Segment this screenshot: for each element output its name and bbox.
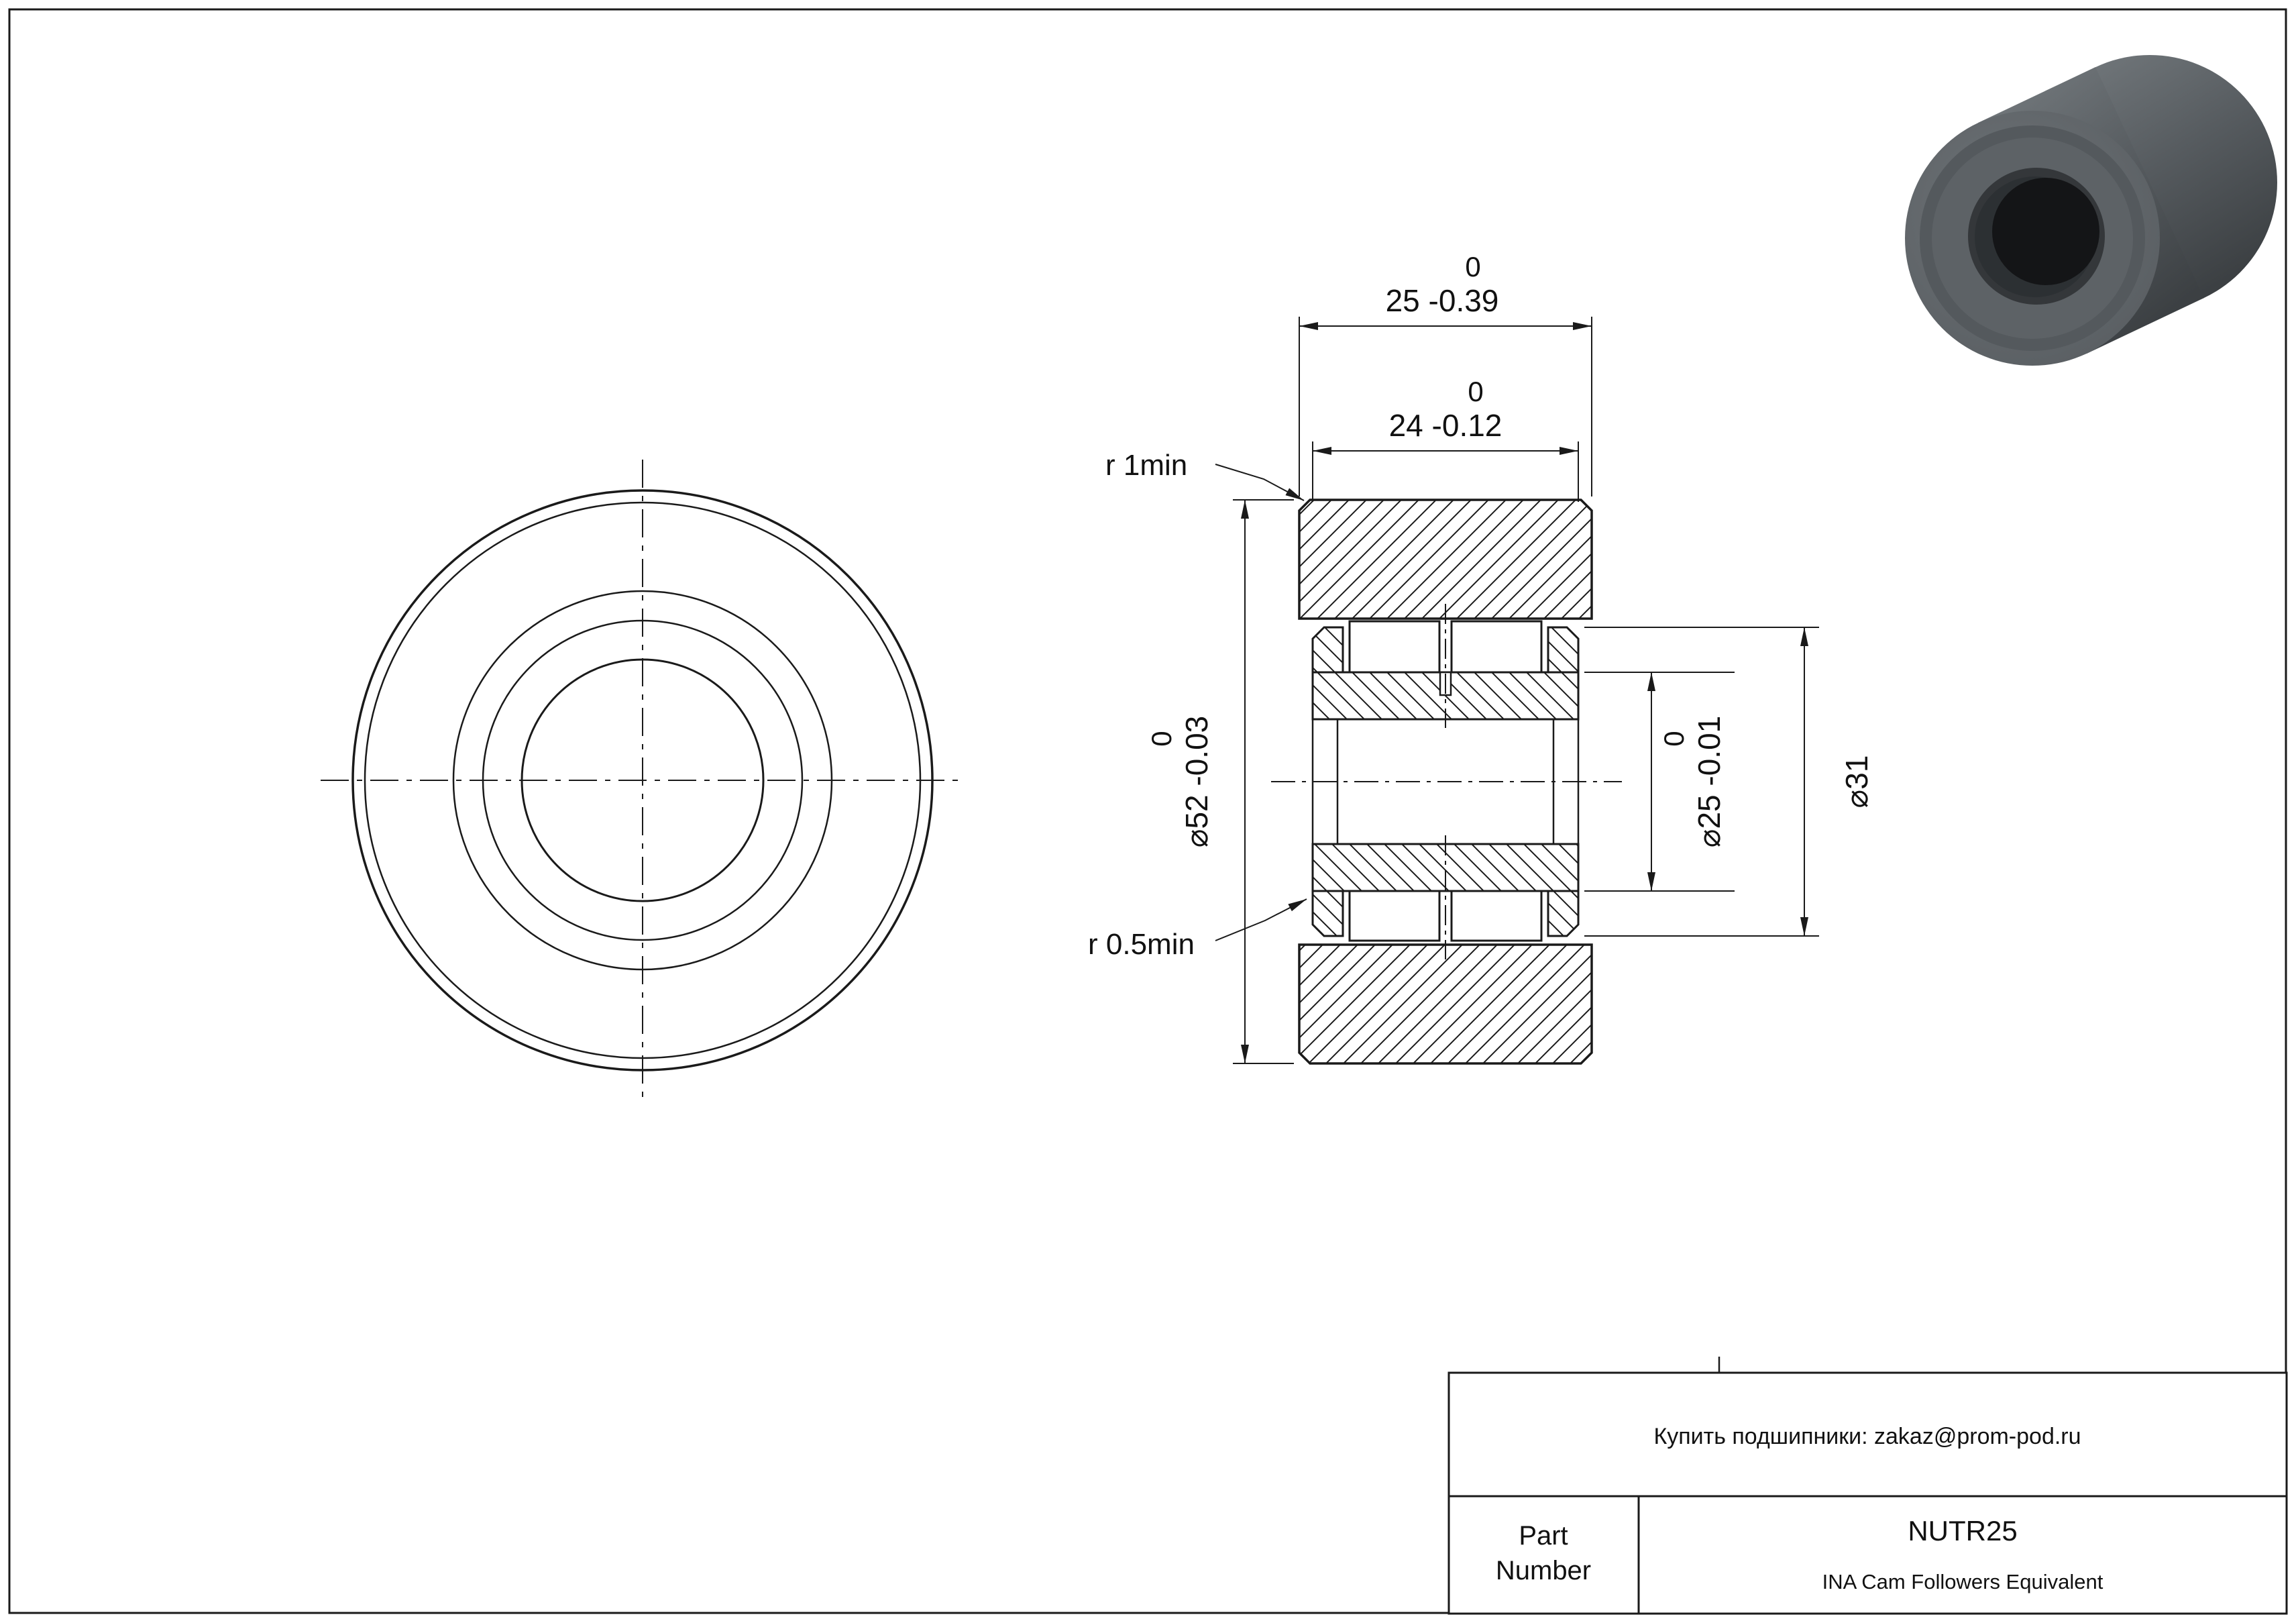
leader-fillet-outer: r 1min <box>1105 449 1305 501</box>
roller-top-right <box>1450 620 1543 674</box>
roller-bottom-left <box>1348 890 1441 942</box>
title-block: Купить подшипники: zakaz@prom-pod.ru Par… <box>1447 1357 2288 1615</box>
outer-ring-bottom-section <box>1298 943 1593 1065</box>
dimension-outer-diameter: ⌀52 -0.03 0 <box>1146 499 1294 1064</box>
front-view <box>321 460 965 1101</box>
dimension-flange-diameter: ⌀31 <box>1584 627 1874 937</box>
flange-bottom-right <box>1547 890 1580 937</box>
outer-ring-top-section <box>1298 499 1593 620</box>
flange-top-left <box>1311 626 1344 674</box>
part-label-line2: Number <box>1496 1556 1591 1585</box>
front-outer-circle <box>351 489 934 1071</box>
outer-width-value: 25 -0.39 <box>1386 283 1499 318</box>
flange-top-right <box>1547 626 1580 674</box>
front-raceway-circle <box>482 619 804 941</box>
contact-text: Купить подшипники: zakaz@prom-pod.ru <box>1653 1424 2081 1449</box>
fillet-outer-label: r 1min <box>1105 449 1187 482</box>
dimension-outer-width: 0 25 -0.39 <box>1299 251 1592 496</box>
drawing-frame <box>8 8 2287 1614</box>
equivalent-text: INA Cam Followers Equivalent <box>1822 1570 2103 1593</box>
dimension-bore-diameter: ⌀25 -0.01 0 <box>1584 672 1735 892</box>
dimension-inner-width: 0 24 -0.12 <box>1312 376 1579 502</box>
fillet-outer-leader <box>1215 464 1305 501</box>
flange-bottom-left <box>1311 890 1344 937</box>
front-od-chamfer-circle <box>364 501 922 1059</box>
bore-diameter-value: ⌀25 -0.01 <box>1692 716 1727 848</box>
bore-diameter-upper-tolerance: 0 <box>1658 731 1690 746</box>
front-flange-circle <box>452 590 833 971</box>
render-bore-hole <box>1992 178 2099 285</box>
leader-fillet-inner: r 0.5min <box>1088 898 1307 961</box>
outer-width-upper-tolerance: 0 <box>1465 251 1480 282</box>
outer-diameter-upper-tolerance: 0 <box>1146 731 1177 746</box>
fillet-inner-label: r 0.5min <box>1088 928 1195 961</box>
front-bore-circle <box>521 658 765 902</box>
part-number-value: NUTR25 <box>1908 1515 2017 1547</box>
section-view <box>1271 499 1622 1065</box>
roller-bottom-right <box>1450 890 1543 942</box>
title-block-border <box>1447 1371 2288 1615</box>
bearing-3d-render <box>1905 55 2277 366</box>
flange-diameter-value: ⌀31 <box>1839 755 1874 808</box>
inner-width-value: 24 -0.12 <box>1389 408 1502 443</box>
inner-width-upper-tolerance: 0 <box>1468 376 1483 407</box>
part-label-line1: Part <box>1519 1521 1568 1551</box>
roller-top-left <box>1348 620 1441 674</box>
fillet-inner-leader <box>1215 898 1307 941</box>
outer-diameter-value: ⌀52 -0.03 <box>1179 716 1214 848</box>
